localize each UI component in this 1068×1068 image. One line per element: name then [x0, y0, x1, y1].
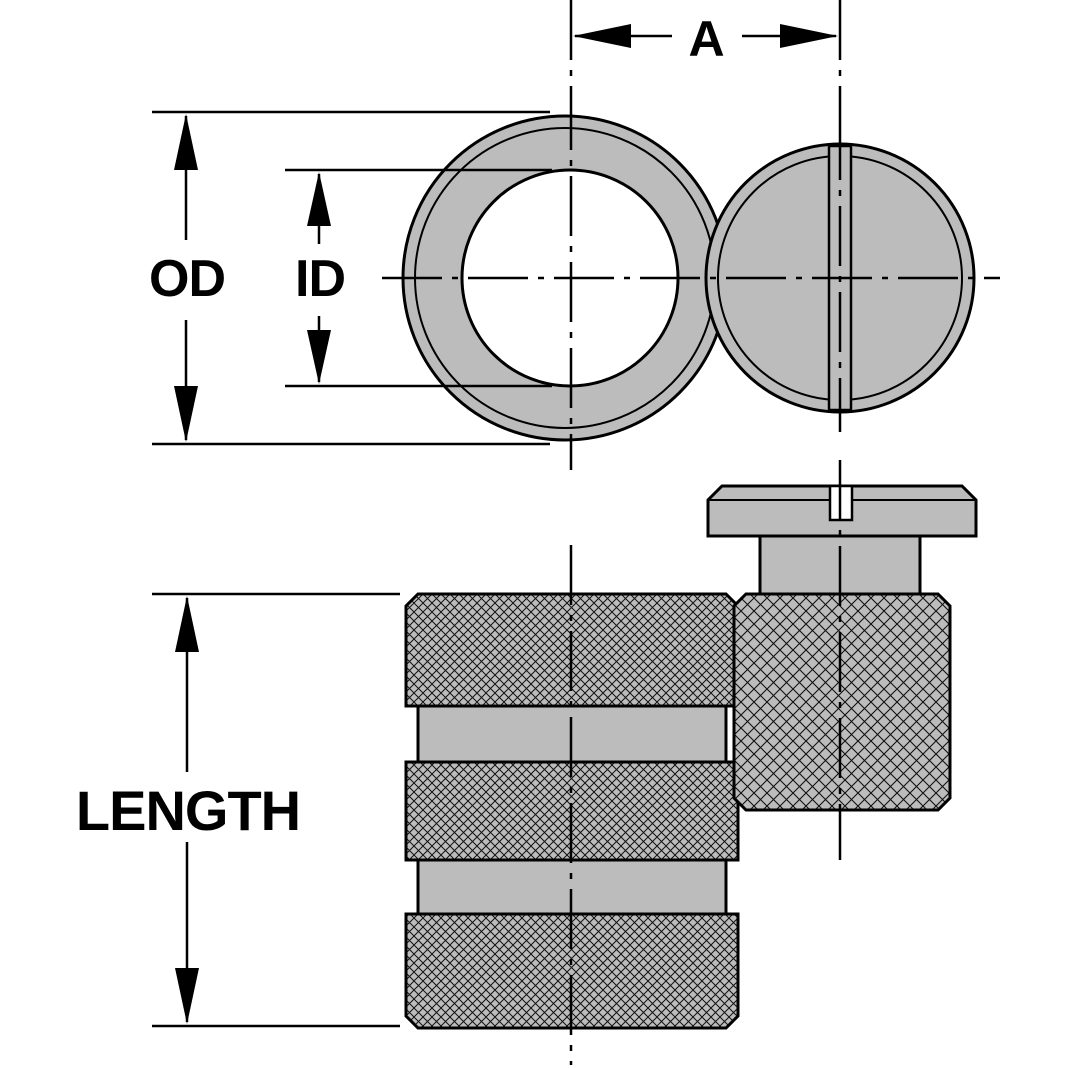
dim-length-arrow-top	[175, 596, 199, 652]
dim-od-arrow-top	[174, 114, 198, 170]
dimension-length	[152, 592, 400, 1028]
dimension-a	[569, 0, 842, 120]
dim-a-label: A	[688, 11, 723, 67]
dim-a-arrow-right	[780, 24, 838, 48]
dim-od-label: OD	[149, 250, 225, 308]
center-lines	[382, 90, 1000, 1065]
dim-a-arrow-left	[573, 24, 631, 48]
dim-id-label: ID	[295, 250, 345, 308]
dim-od-arrow-bottom	[174, 386, 198, 442]
dim-length-arrow-bottom	[175, 968, 199, 1024]
dim-id-arrow-bottom	[307, 330, 331, 384]
knurl-band-bottom	[404, 912, 740, 1030]
dimension-od	[152, 110, 550, 446]
screw-knurled-body	[732, 592, 952, 812]
dim-id-arrow-top	[307, 172, 331, 226]
screw-front-view	[706, 484, 978, 812]
dim-length-label: LENGTH	[76, 779, 300, 842]
dimension-id	[285, 168, 552, 388]
